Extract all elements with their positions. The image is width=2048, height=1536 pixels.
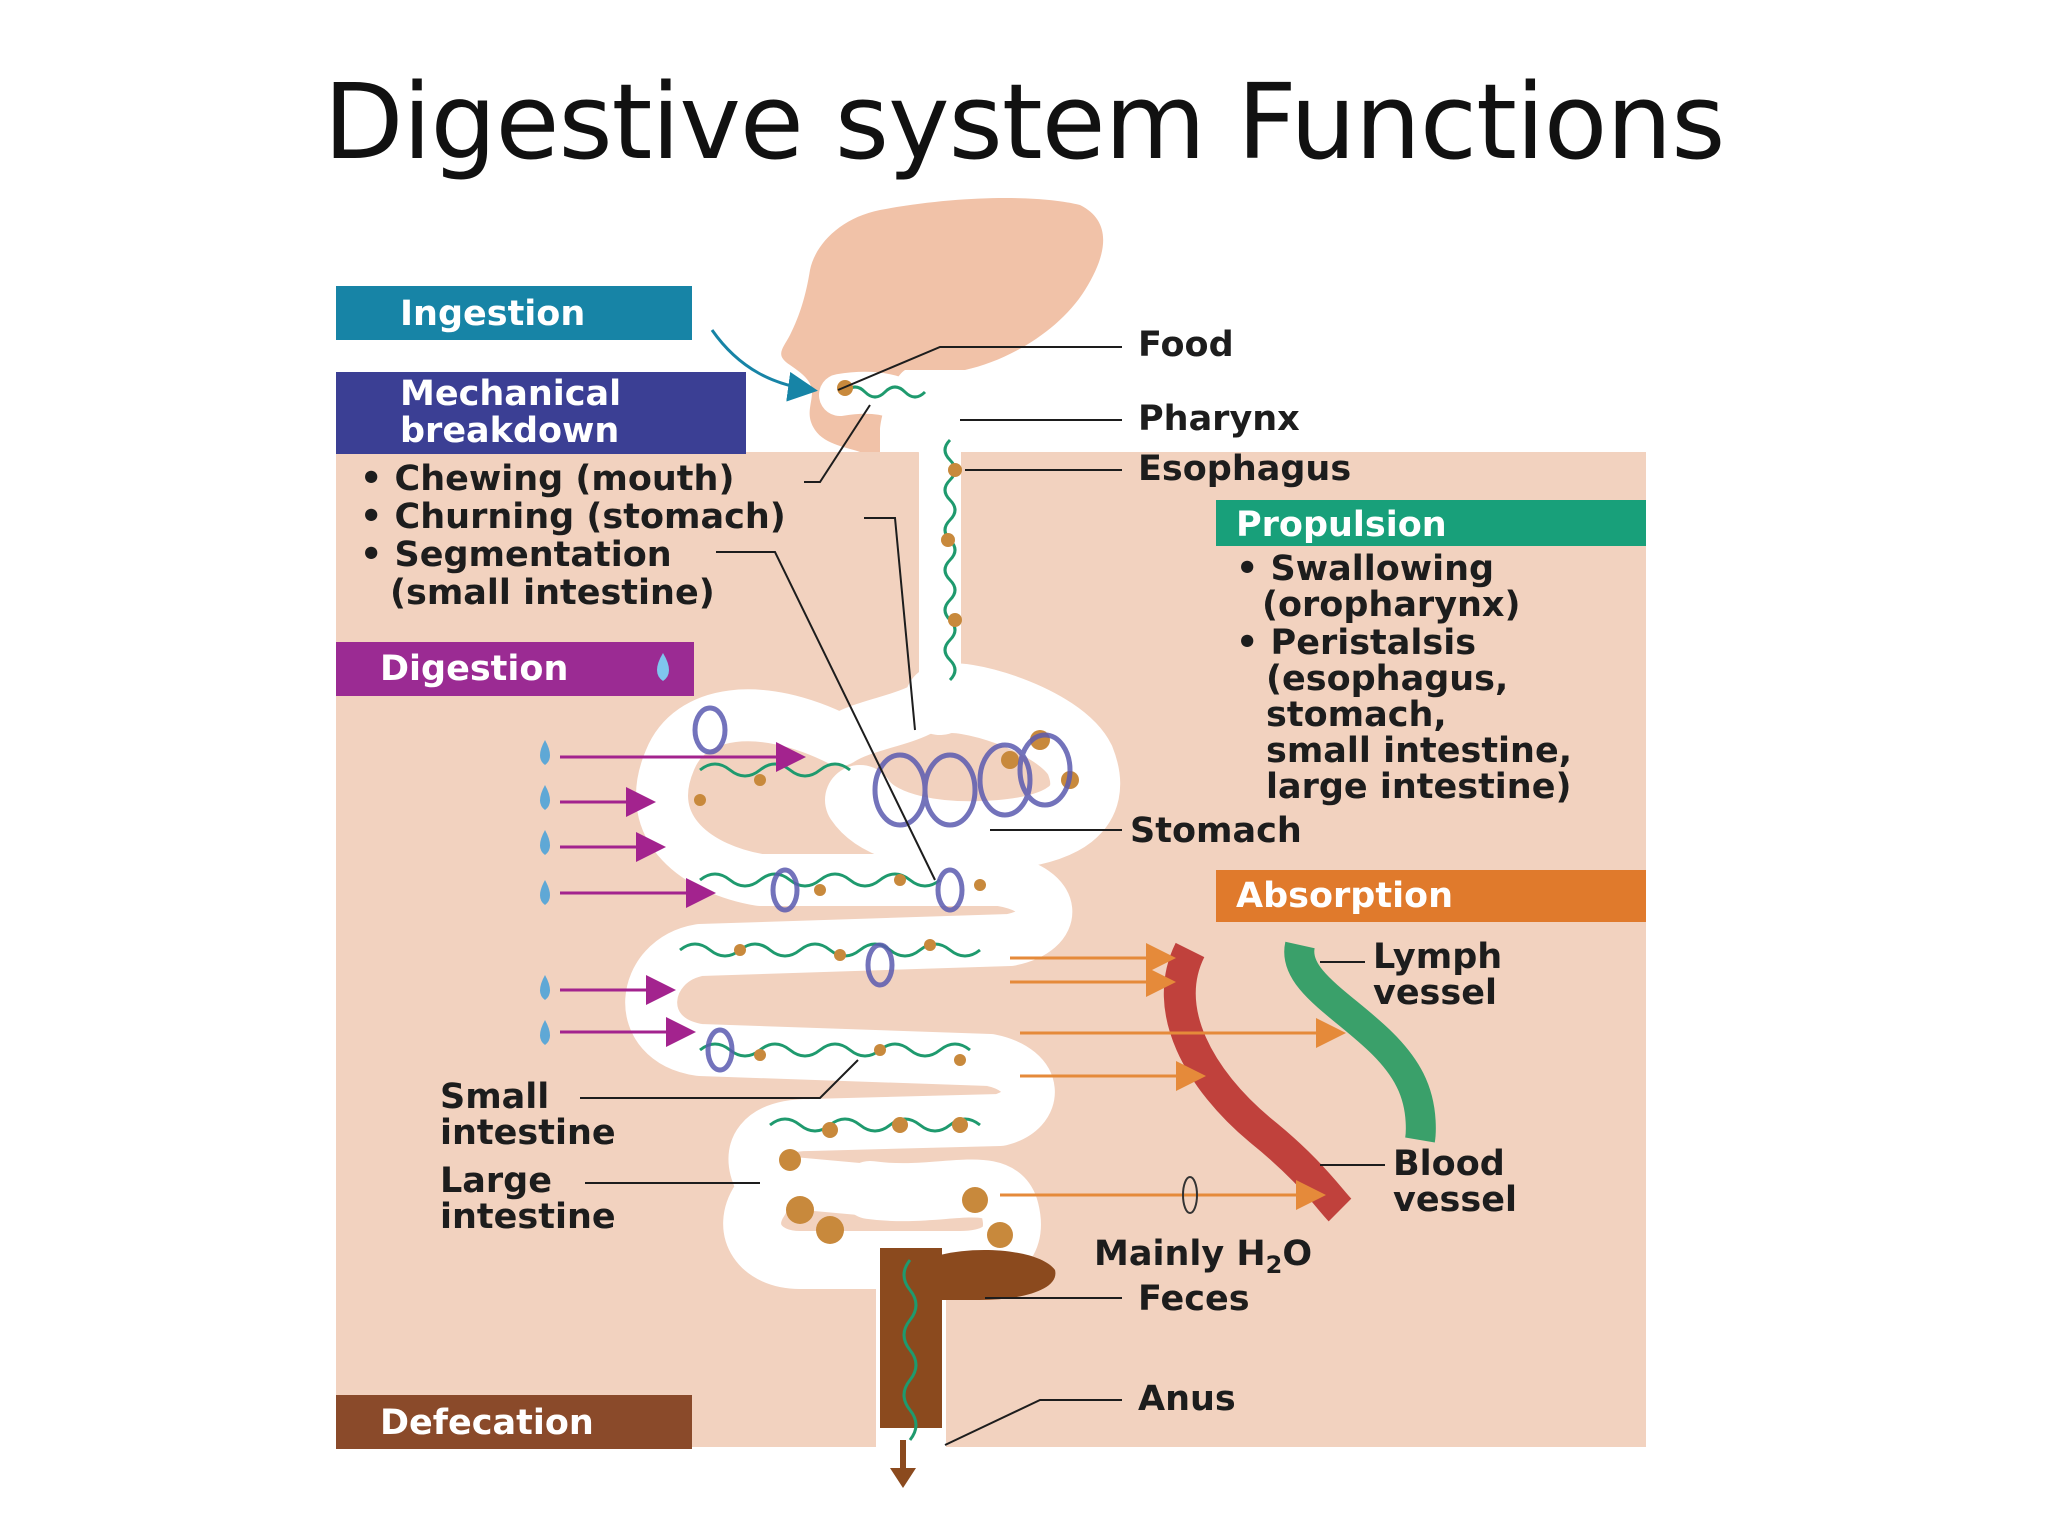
water-drop-icon [540,880,550,905]
svg-text:Defecation: Defecation [380,1403,594,1443]
lymph-vessel [1284,941,1436,1143]
svg-text:Absorption: Absorption [1236,876,1453,916]
absorption-box: Absorption [1216,870,1646,922]
water-drop-icon [540,830,550,855]
anus-label: Anus [1138,1379,1236,1419]
svg-text:breakdown: breakdown [400,411,619,451]
absorption-arrows [1000,943,1346,1210]
feces-mass [880,1248,942,1428]
mainly-h2o-label: Mainly H2O [1094,1234,1312,1279]
svg-text:Propulsion: Propulsion [1236,505,1447,545]
small-intestine-label-1: Small [440,1077,549,1117]
water-drop-icon [657,653,669,681]
water-drop-icon [540,975,550,1000]
ingestion-arrow [710,329,818,402]
mechanical-breakdown-box: Mechanical breakdown [336,372,746,454]
svg-text:Digestion: Digestion [380,649,568,689]
water-drop-icon [540,785,550,810]
peristalsis-label: • Peristalsis [1236,623,1476,663]
enzyme-arrows [540,662,806,1047]
defecation-box: Defecation [336,1395,692,1449]
swallowing-sub-label: (oropharynx) [1262,585,1521,625]
digestive-tract [625,371,1121,1448]
segmentation-label: • Segmentation [360,535,672,575]
digestion-box: Digestion [336,642,694,696]
large-intestine-label-1: Large [440,1161,552,1201]
blood-vessel-label-1: Blood [1393,1144,1505,1184]
peristalsis-line2: stomach, [1266,695,1447,735]
peristalsis-line4: large intestine) [1266,767,1571,807]
lymph-vessel-label-1: Lymph [1373,937,1502,977]
blood-vessel-label-2: vessel [1393,1180,1517,1220]
segmentation-sub-label: (small intestine) [390,573,715,613]
svg-text:Ingestion: Ingestion [400,294,585,334]
peristalsis-line3: small intestine, [1266,731,1572,771]
large-intestine-label-2: intestine [440,1197,616,1237]
churning-label: • Churning (stomach) [360,497,786,537]
chewing-label: • Chewing (mouth) [360,459,734,499]
leader-lines [580,346,1385,1446]
feces-label: Feces [1138,1279,1250,1319]
small-intestine-label-2: intestine [440,1113,616,1153]
stomach-label: Stomach [1130,811,1302,851]
page-title: Digestive system Functions [323,70,1725,183]
peristalsis-line1: (esophagus, [1266,659,1508,699]
esophagus-label: Esophagus [1138,449,1351,489]
lymph-vessel-label-2: vessel [1373,973,1497,1013]
ingestion-box: Ingestion [336,286,692,340]
svg-text:Mechanical: Mechanical [400,374,621,414]
water-drop-icon [540,740,550,765]
food-label: Food [1138,325,1234,365]
pharynx-label: Pharynx [1138,399,1300,439]
propulsion-box: Propulsion [1216,500,1646,546]
water-drop-icon [540,1020,550,1045]
swallowing-label: • Swallowing [1236,549,1494,589]
